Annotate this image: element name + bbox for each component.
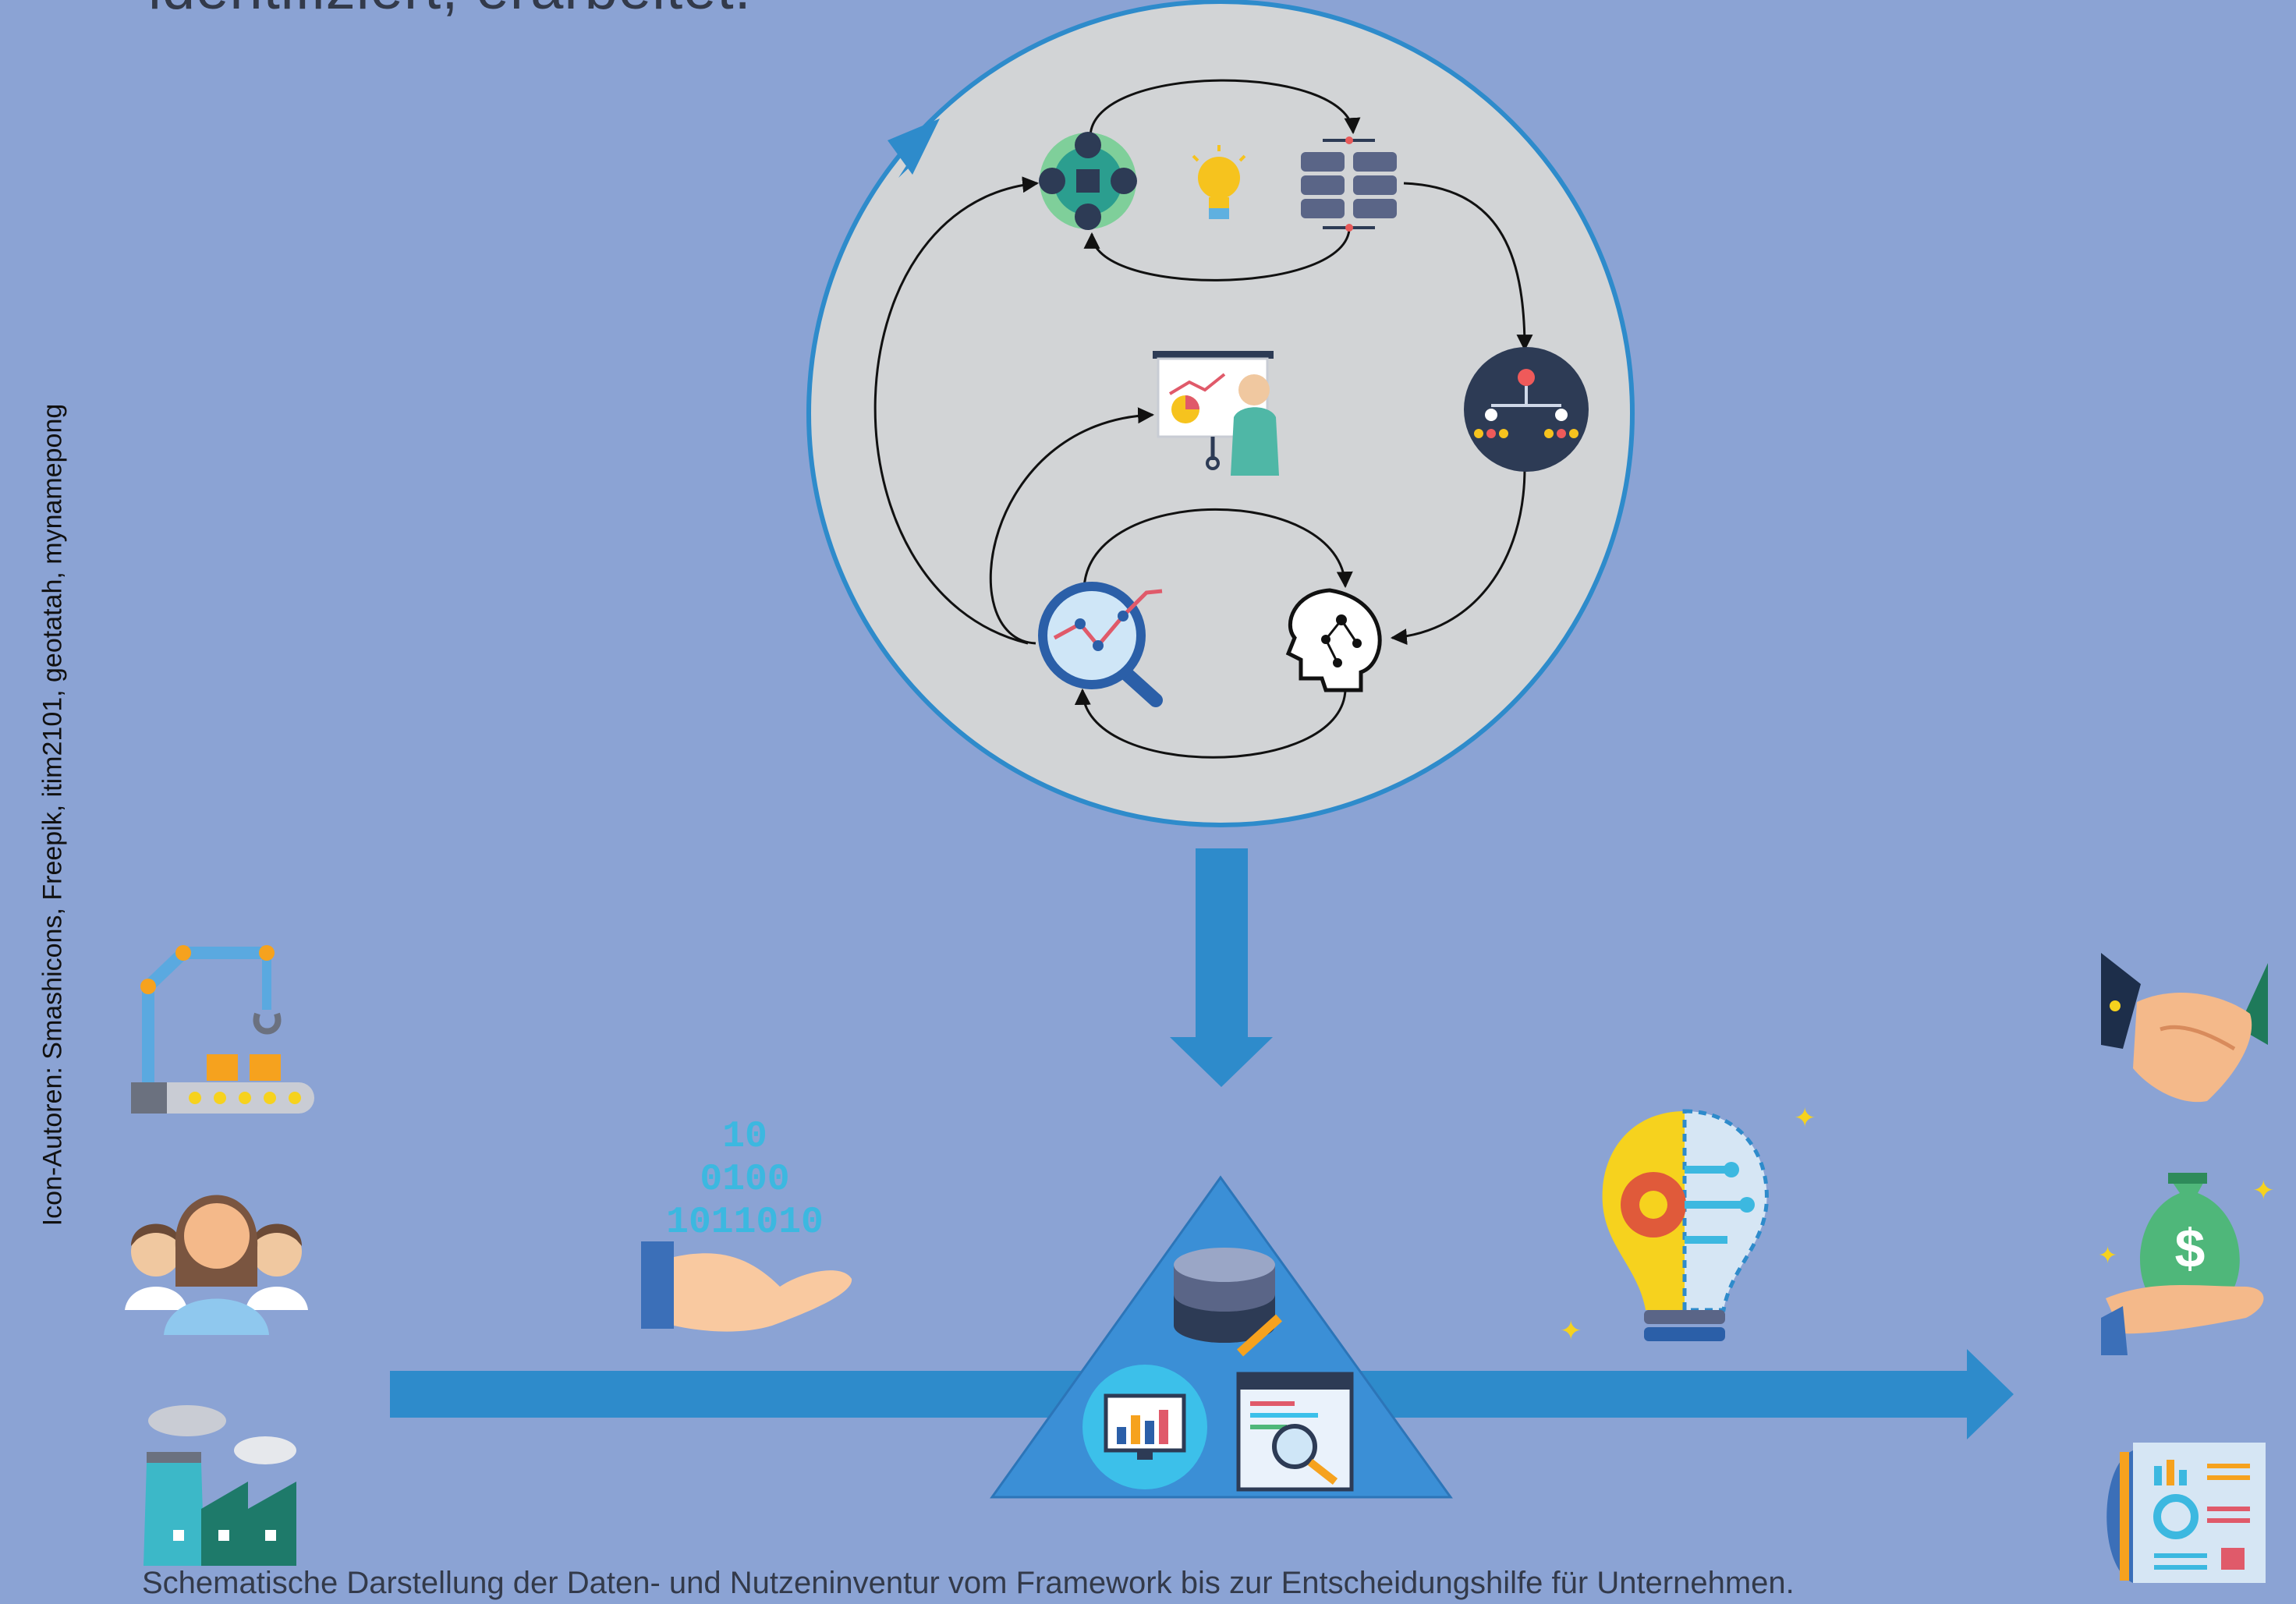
svg-text:✦: ✦ (1794, 1103, 1816, 1134)
lightbulb-icon (1192, 145, 1246, 219)
framework-triangle (990, 1175, 1453, 1499)
heading-fragment: identifiziert, erarbeitet. (148, 0, 752, 23)
money-bag-symbol: $ (2175, 1218, 2206, 1279)
money-bag-hand-icon: $ ✦ ✦ (2098, 1173, 2275, 1355)
robotic-arm-conveyor-icon (131, 945, 314, 1114)
data-hand-icon: 10 0100 1011010 (641, 1116, 852, 1332)
handshake-icon (2101, 953, 2268, 1103)
cycle-arrowhead-fill (888, 119, 940, 175)
cycle-arrow (1083, 229, 1351, 281)
data-analysis-magnifier-icon (1038, 582, 1163, 707)
binary-line: 1011010 (666, 1202, 824, 1244)
cycle-arrow (1403, 182, 1533, 352)
process-cycle (806, 0, 1635, 827)
cycle-arrow (1390, 467, 1526, 646)
hierarchy-network-icon (1464, 347, 1589, 472)
cycle-arrow (1089, 79, 1361, 137)
svg-text:✦: ✦ (2252, 1175, 2275, 1206)
cycle-arrow (1074, 688, 1347, 759)
ai-brain-icon (1285, 588, 1382, 692)
database-edit-icon (1174, 1248, 1283, 1357)
cycle-arrow (989, 407, 1155, 645)
binary-line: 0100 (700, 1159, 789, 1201)
binary-line: 10 (722, 1116, 767, 1158)
database-servers-icon (1301, 136, 1397, 232)
innovation-bulb-gear-icon: ✦ ✦ (1560, 1103, 1816, 1347)
team-collaboration-icon (1039, 132, 1137, 230)
down-arrow (1170, 848, 1273, 1087)
workforce-group-icon (125, 1195, 308, 1335)
svg-text:✦: ✦ (1560, 1315, 1582, 1347)
cycle-arrow (873, 176, 1040, 645)
factory-icon (144, 1405, 296, 1566)
report-dashboard-icon (2106, 1443, 2266, 1583)
browser-search-icon (1236, 1372, 1354, 1492)
presentation-icon (1153, 351, 1279, 476)
cycle-arrow (1082, 508, 1353, 590)
figure-caption: Schematische Darstellung der Daten- und … (142, 1566, 1795, 1600)
monitor-chart-icon (1082, 1365, 1207, 1489)
svg-text:✦: ✦ (2098, 1242, 2117, 1269)
